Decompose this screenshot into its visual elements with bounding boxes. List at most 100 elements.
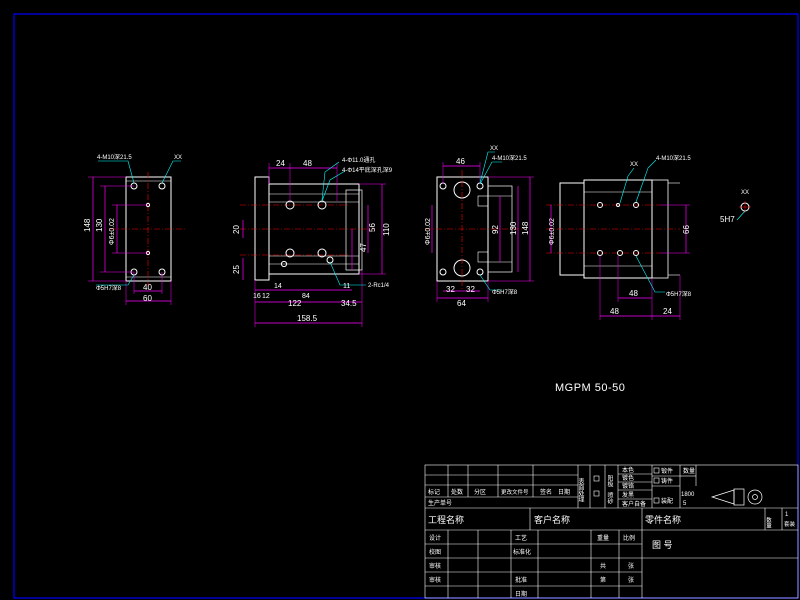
- row-left-2: 审核: [429, 562, 441, 570]
- side-dim-20: 20: [232, 225, 241, 234]
- top-dim-phi: Φ6±0.02: [549, 218, 556, 245]
- front-dim-xx: XX: [174, 155, 182, 161]
- rev-col-0: 标记: [428, 488, 440, 496]
- rear-dim-46: 46: [456, 157, 465, 166]
- side-dim-note2: 4-Φ14平底深孔深9: [342, 166, 393, 174]
- customer-label: 客户名称: [534, 514, 570, 525]
- side-dim-110: 110: [382, 223, 391, 236]
- top-dim-hole: Φ5H7深8: [666, 290, 692, 298]
- rear-dim-32a: 32: [446, 285, 455, 294]
- page-no: 5: [683, 501, 687, 507]
- side-dim-48: 48: [303, 159, 312, 168]
- rear-view: 46 XX 4-M10深21.5 Φ6±0.02 92 130 148 32 3…: [425, 146, 534, 308]
- rear-dim-hole: Φ5H7深8: [492, 288, 518, 296]
- rear-dim-148: 148: [521, 221, 530, 235]
- front-dim-top-note: 4-M10深21.5: [97, 153, 132, 161]
- side-dim-24: 24: [276, 159, 285, 168]
- unit-cell: 1: [785, 512, 789, 518]
- side-view: 24 48 4-Φ11.0通孔 4-Φ14平底深孔深9 20 25 56 110…: [232, 156, 393, 327]
- finish-2: 喷砂: [606, 491, 613, 505]
- row-mid-0: 工艺: [515, 534, 527, 542]
- side-dim-12: 12: [262, 293, 270, 300]
- side-dim-1585: 158.5: [297, 314, 318, 323]
- finish-5: 发黑: [622, 491, 634, 499]
- front-view: 4-M10深21.5 XX 148 130 Φ6±0.02 Φ5H7深8 40 …: [83, 153, 185, 305]
- rev-col-2: 分区: [474, 488, 486, 496]
- rear-dim-xx: XX: [490, 146, 498, 152]
- project-label: 工程名称: [428, 514, 464, 525]
- side-dim-56: 56: [368, 223, 377, 232]
- front-dim-40: 40: [143, 283, 152, 292]
- finish-checkboxes: [593, 467, 660, 504]
- sheets-total: 共: [600, 562, 606, 570]
- row-mid-3: 日期: [515, 590, 527, 598]
- top-dim-24: 24: [663, 307, 672, 316]
- side-dim-345: 34.5: [341, 299, 357, 308]
- sheets-of: 张: [628, 562, 634, 570]
- rear-dim-phi: Φ6±0.02: [425, 218, 432, 245]
- finish-1: 阳极: [606, 474, 613, 488]
- cylinder-sketch-icon: [710, 488, 763, 506]
- drawing-border: [13, 13, 799, 599]
- row-left-0: 设计: [429, 534, 441, 542]
- detail-fit: 5H7: [720, 215, 735, 224]
- side-dim-14: 14: [274, 283, 282, 290]
- row-left-3: 审核: [429, 576, 441, 584]
- rev-col-1: 处数: [451, 488, 463, 496]
- scale-label: 比例: [623, 534, 635, 542]
- rear-dim-130: 130: [509, 221, 518, 235]
- rear-dim-note: 4-M10深21.5: [492, 154, 527, 162]
- row-mid-2: 批准: [515, 576, 527, 584]
- material-2: 铸件: [661, 477, 673, 485]
- rear-dim-92: 92: [491, 225, 500, 234]
- unit-cell-2: 套装: [784, 520, 796, 528]
- finish-4: 镀铬: [622, 482, 634, 490]
- finish-0: 本色: [622, 466, 634, 474]
- top-view: XX 4-M10深21.5 Φ6±0.02 66 48 Φ5H7深8 48 24: [546, 154, 692, 320]
- rear-dim-64: 64: [457, 299, 466, 308]
- model-label: MGPM 50-50: [555, 382, 625, 394]
- part-name-label: 零件名称: [645, 514, 681, 525]
- side-dim-16: 16: [253, 293, 261, 300]
- side-dim-port: 2-Rc1/4: [368, 283, 390, 289]
- row-mid-1: 标准化: [513, 548, 531, 556]
- top-dim-48a: 48: [629, 289, 638, 298]
- material-1: 锻件: [661, 467, 673, 475]
- drawing-no-label: 图 号: [652, 540, 673, 550]
- side-dim-122: 122: [288, 299, 302, 308]
- rev-col-5: 日期: [558, 488, 570, 496]
- surface-label: 表面处理: [577, 477, 584, 502]
- finish-6: 客户自备: [622, 500, 646, 508]
- weight-label: 重量: [597, 534, 609, 542]
- detail-xx: XX: [741, 190, 749, 196]
- front-dim-60: 60: [143, 294, 152, 303]
- prod-no-label: 生产单号: [428, 499, 452, 507]
- top-dim-66: 66: [682, 225, 691, 234]
- material-3: 装配: [661, 497, 673, 505]
- rear-dim-32b: 32: [466, 285, 475, 294]
- title-block-text: 标记 处数 分区 更改文件号 签名 日期 生产单号 表面处理 阳极 喷砂 本色 …: [428, 466, 796, 598]
- side-dim-84: 84: [302, 293, 310, 300]
- side-dim-11: 11: [343, 283, 350, 290]
- top-dim-note: 4-M10深21.5: [656, 154, 691, 162]
- front-dim-phi: Φ6±0.02: [109, 218, 116, 245]
- front-dim-130: 130: [95, 218, 104, 232]
- front-dim-hole: Φ5H7深8: [96, 284, 122, 292]
- rev-col-3: 更改文件号: [501, 488, 529, 496]
- size-label: 1800: [681, 492, 695, 498]
- sheet-of: 张: [628, 576, 634, 584]
- row-left-1: 校图: [429, 548, 441, 556]
- detail-view: XX 5H7: [720, 190, 751, 224]
- top-dim-48b: 48: [610, 307, 619, 316]
- sheet-no: 第: [600, 576, 606, 584]
- front-dim-148: 148: [83, 218, 92, 232]
- top-dim-xx: XX: [630, 162, 638, 168]
- side-dim-25: 25: [232, 265, 241, 274]
- title-block: [424, 464, 799, 599]
- qty2-label: 数量: [765, 516, 772, 530]
- side-dim-47: 47: [359, 243, 368, 252]
- finish-3: 镀色: [622, 474, 634, 482]
- qty-label: 数量: [683, 467, 695, 475]
